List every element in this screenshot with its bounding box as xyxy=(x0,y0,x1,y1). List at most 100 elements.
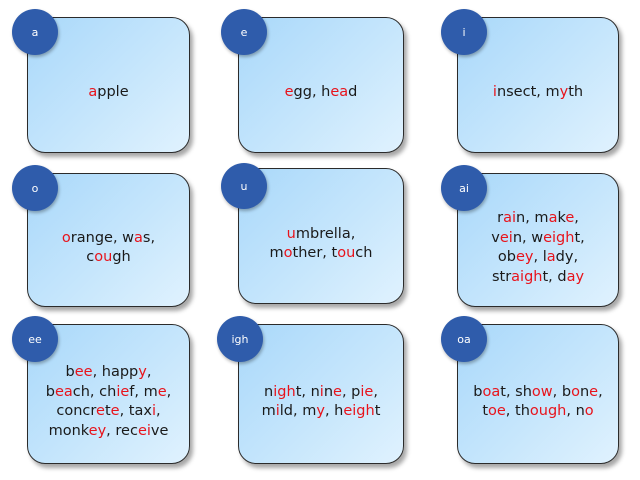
phoneme-badge: u xyxy=(221,163,267,209)
word-text: v xyxy=(491,229,500,246)
word-text: pple xyxy=(97,84,129,101)
example-words: boat, show, bone,toe, though, no xyxy=(465,361,610,428)
word-text: , xyxy=(373,383,378,400)
word-line: cough xyxy=(62,248,155,268)
word-line: boat, show, bone, xyxy=(473,383,602,403)
grapheme-highlight: eigh xyxy=(343,403,375,419)
grapheme-highlight: i xyxy=(151,403,156,419)
word-line: concrete, taxi, xyxy=(46,402,172,422)
word-line: vein, weight, xyxy=(491,229,584,249)
word-text: str xyxy=(491,268,512,285)
word-text: t, n xyxy=(295,383,320,400)
word-text: b xyxy=(473,383,483,400)
word-text: , p xyxy=(341,383,361,400)
word-text: b xyxy=(65,364,75,380)
word-text: range, w xyxy=(70,229,135,246)
word-line: apple xyxy=(88,83,128,103)
grapheme-highlight: ow xyxy=(531,383,553,400)
grapheme-highlight: ie xyxy=(360,383,374,400)
grapheme-highlight: igh xyxy=(273,383,296,400)
word-text: , h xyxy=(324,403,344,419)
word-text: , b xyxy=(552,383,572,400)
grapheme-highlight: ie xyxy=(116,383,130,400)
grapheme-highlight: a xyxy=(546,249,556,265)
grapheme-highlight: oa xyxy=(482,383,501,400)
phoneme-badge: a xyxy=(12,9,58,55)
grapheme-highlight: a xyxy=(88,84,98,101)
word-line: mother, touch xyxy=(270,244,373,264)
word-text: ther, t xyxy=(292,245,338,261)
word-text: b xyxy=(45,383,55,400)
word-text: , xyxy=(598,383,603,400)
word-line: orange, was, xyxy=(62,229,155,249)
grapheme-highlight: y xyxy=(138,364,147,380)
word-line: night, nine, pie, xyxy=(262,383,381,403)
word-text: t xyxy=(104,403,111,419)
phoneme-card-7: night, nine, pie,mild, my, height xyxy=(238,324,404,464)
grapheme-highlight: u xyxy=(286,225,296,242)
word-line: straight, day xyxy=(491,268,584,288)
word-text: t xyxy=(374,403,381,419)
grapheme-highlight: ei xyxy=(137,422,151,439)
phoneme-card-6: bee, happy,beach, chief, me,concrete, ta… xyxy=(27,324,190,464)
word-text: mbrella, xyxy=(295,225,356,242)
word-line: monkey, receive xyxy=(46,422,172,442)
grapheme-highlight: i xyxy=(492,84,497,101)
word-line: obey, lady, xyxy=(491,248,584,268)
grapheme-highlight: a xyxy=(548,210,558,226)
phoneme-badge: oa xyxy=(441,316,487,362)
grapheme-highlight: ou xyxy=(94,249,113,265)
word-text: s, xyxy=(142,229,156,246)
word-text: , xyxy=(574,210,579,226)
word-text: k xyxy=(557,210,566,226)
word-text: ch, ch xyxy=(72,383,117,400)
phoneme-badge: igh xyxy=(217,316,263,362)
grapheme-highlight: eigh xyxy=(543,229,575,246)
grapheme-highlight: ay xyxy=(566,268,585,285)
word-text: , rec xyxy=(106,422,138,439)
word-text: d xyxy=(348,84,358,101)
word-text: gh xyxy=(112,249,131,265)
grapheme-highlight: y xyxy=(559,84,569,101)
phoneme-badge: i xyxy=(441,9,487,55)
word-text: , xyxy=(155,403,161,419)
grapheme-highlight: o xyxy=(584,403,594,419)
grapheme-highlight: ee xyxy=(74,364,93,380)
word-line: rain, make, xyxy=(491,209,584,229)
word-line: egg, head xyxy=(285,83,358,103)
word-line: beach, chief, me, xyxy=(46,383,172,403)
word-line: bee, happy, xyxy=(46,363,172,383)
grapheme-highlight: e xyxy=(96,403,105,419)
word-text: t, d xyxy=(542,268,567,285)
grapheme-highlight: ei xyxy=(499,229,513,246)
word-text: n xyxy=(264,383,274,400)
word-text: n xyxy=(323,383,334,400)
word-line: umbrella, xyxy=(270,225,373,245)
word-text: ob xyxy=(497,249,516,265)
word-text: monk xyxy=(48,422,89,439)
example-words: egg, head xyxy=(277,61,366,109)
word-text: dy, xyxy=(555,249,579,265)
word-text: , happ xyxy=(92,364,139,380)
word-text: , th xyxy=(505,403,530,419)
grapheme-highlight: i xyxy=(319,383,324,400)
phoneme-badge: ee xyxy=(12,316,58,362)
word-text: t, xyxy=(574,229,585,246)
word-text: , xyxy=(146,364,152,380)
word-text: m xyxy=(269,245,284,261)
grapheme-highlight: e xyxy=(110,403,120,419)
grapheme-highlight: e xyxy=(589,383,599,400)
grapheme-highlight: ea xyxy=(330,84,349,101)
grapheme-highlight: aigh xyxy=(511,268,543,285)
word-text: m xyxy=(261,403,276,419)
phoneme-badge: e xyxy=(221,9,267,55)
example-words: bee, happy,beach, chief, me,concrete, ta… xyxy=(38,341,180,447)
word-text: r xyxy=(497,210,504,226)
grapheme-highlight: e xyxy=(284,84,294,101)
grapheme-highlight: e xyxy=(333,383,342,400)
word-text: ve xyxy=(150,422,169,439)
example-words: night, nine, pie,mild, my, height xyxy=(254,361,389,428)
grapheme-highlight: ou xyxy=(337,245,356,261)
word-text: , l xyxy=(533,249,547,265)
grapheme-highlight: o xyxy=(61,229,71,246)
